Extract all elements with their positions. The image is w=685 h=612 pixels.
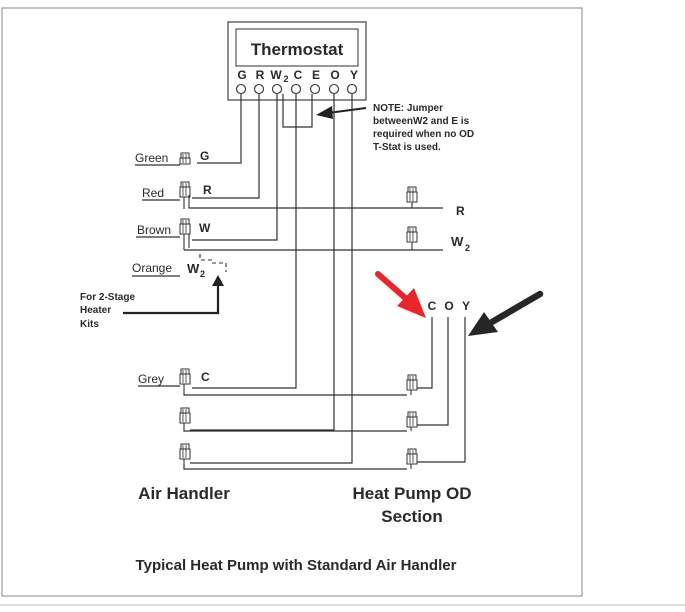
od-label-w2-subscript: 2 bbox=[465, 243, 470, 253]
wire-o bbox=[190, 94, 335, 431]
wire-r bbox=[192, 94, 260, 199]
two-stage-arrow bbox=[123, 275, 224, 315]
thermostat-terminal-w-subscript: 2 bbox=[283, 74, 288, 84]
thermostat-terminal-g: G bbox=[237, 68, 246, 82]
note-line-2: betweenW2 and E is bbox=[373, 116, 470, 127]
dashed-w2-bracket bbox=[199, 254, 212, 261]
od-line-y bbox=[417, 317, 466, 463]
black-arrow-icon bbox=[468, 290, 544, 336]
wire-w bbox=[192, 94, 278, 241]
terminal-o-circle bbox=[328, 83, 340, 95]
label-green: Green bbox=[135, 151, 168, 165]
thermostat-title: Thermostat bbox=[251, 40, 344, 59]
note-arrow bbox=[316, 106, 367, 119]
note-line-3: required when no OD bbox=[373, 129, 474, 140]
heat-pump-title-line-2: Section bbox=[381, 507, 442, 526]
thermostat-display bbox=[235, 28, 359, 67]
terminal-c-circle bbox=[290, 83, 302, 95]
terminal-g-circle bbox=[235, 83, 247, 95]
terminal-w2-circle bbox=[271, 83, 283, 95]
jumper-w2-e bbox=[282, 94, 313, 128]
wire-y bbox=[190, 94, 353, 464]
label-w2: W bbox=[187, 261, 200, 276]
jumper-note: NOTE: Jumper betweenW2 and E is required… bbox=[373, 103, 474, 153]
diagram-caption: Typical Heat Pump with Standard Air Hand… bbox=[136, 557, 457, 574]
connector-left-o bbox=[179, 407, 191, 430]
connector-od-w2 bbox=[406, 226, 418, 250]
note-line-1: NOTE: Jumper bbox=[373, 103, 443, 114]
wire-y-to-od bbox=[183, 464, 407, 470]
thermostat-terminal-e: E bbox=[312, 68, 320, 82]
od-terminal-c: C bbox=[428, 299, 437, 313]
red-arrow-icon bbox=[375, 271, 426, 318]
thermostat-terminal-c: C bbox=[294, 68, 303, 82]
connector-green bbox=[179, 152, 191, 165]
terminal-y-circle bbox=[346, 83, 358, 95]
label-brown: Brown bbox=[137, 223, 171, 237]
od-terminal-y: Y bbox=[462, 299, 470, 313]
connector-red bbox=[179, 181, 191, 209]
air-handler-title: Air Handler bbox=[138, 484, 230, 503]
wire-g bbox=[197, 94, 242, 164]
wire-c-to-od bbox=[183, 393, 407, 396]
label-c: C bbox=[201, 370, 210, 384]
od-label-w2: W bbox=[451, 234, 464, 249]
connector-od-y bbox=[406, 448, 418, 469]
connector-od-c bbox=[406, 374, 418, 395]
connector-grey bbox=[179, 368, 191, 393]
connector-left-y bbox=[179, 443, 191, 464]
thermostat-terminal-o: O bbox=[330, 68, 339, 82]
connector-od-o bbox=[406, 411, 418, 431]
wire-c bbox=[192, 94, 297, 389]
connector-brown bbox=[179, 218, 191, 250]
two-stage-note-line-1: For 2-Stage bbox=[80, 292, 135, 303]
terminal-r-circle bbox=[253, 83, 265, 95]
od-line-c bbox=[417, 317, 433, 389]
thermostat-terminal-r: R bbox=[256, 68, 265, 82]
heat-pump-title-line-1: Heat Pump OD bbox=[352, 484, 471, 503]
thermostat-terminal-y: Y bbox=[350, 68, 358, 82]
connector-od-r bbox=[406, 186, 418, 208]
dashed-w2-lead bbox=[212, 262, 227, 272]
thermostat-terminal-w: W bbox=[270, 68, 282, 82]
od-label-r: R bbox=[456, 204, 465, 218]
two-stage-note-line-3: Kits bbox=[80, 319, 99, 330]
od-line-o bbox=[417, 317, 449, 426]
label-r: R bbox=[203, 183, 212, 197]
label-orange: Orange bbox=[132, 261, 172, 275]
label-w2-subscript: 2 bbox=[200, 269, 205, 279]
label-red: Red bbox=[142, 186, 164, 200]
note-line-4: T-Stat is used. bbox=[373, 142, 441, 153]
wire-o-to-od bbox=[183, 430, 407, 432]
label-grey: Grey bbox=[138, 372, 164, 386]
two-stage-note-line-2: Heater bbox=[80, 305, 111, 316]
diagram-border bbox=[1, 7, 583, 597]
terminal-e-circle bbox=[309, 83, 321, 95]
thermostat: Thermostat G R W 2 C E O Y bbox=[227, 21, 367, 101]
label-g: G bbox=[200, 149, 209, 163]
label-w: W bbox=[199, 221, 211, 235]
wire-r-to-od bbox=[188, 207, 443, 209]
od-terminal-o: O bbox=[444, 299, 453, 313]
